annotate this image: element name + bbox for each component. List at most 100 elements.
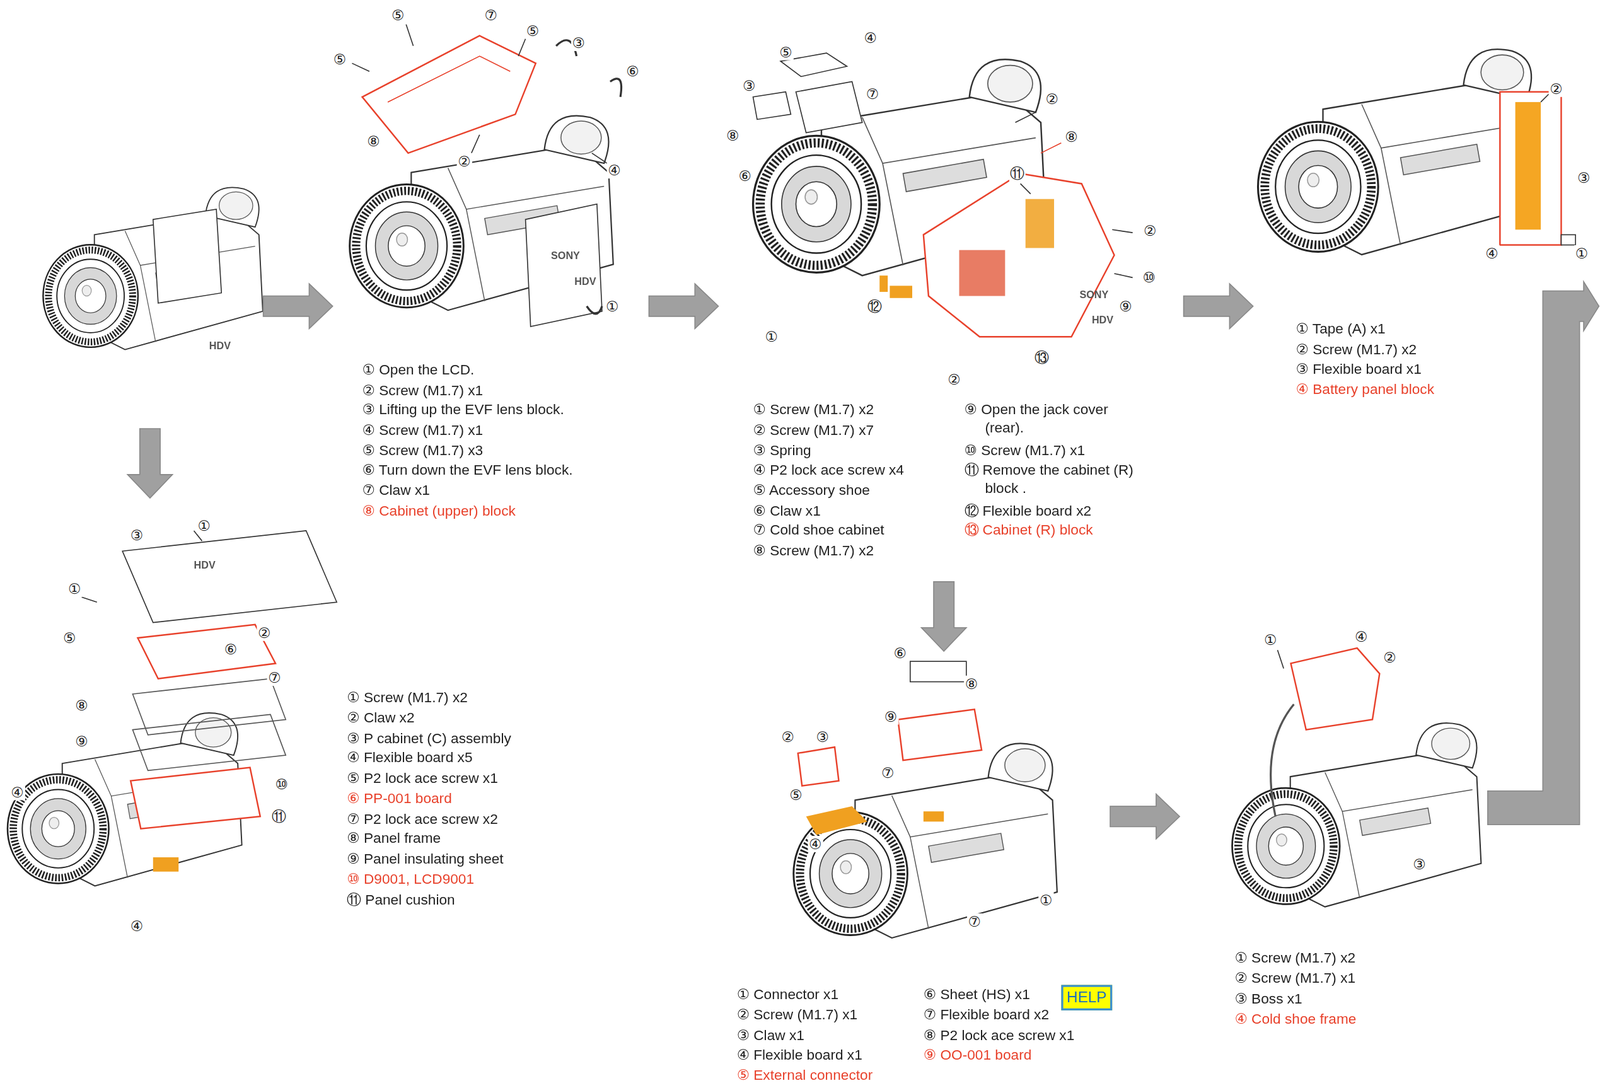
step-text: ① Screw (M1.7) x2: [346, 687, 468, 707]
callout-number: ⑥: [892, 644, 908, 662]
callout-number: ⑤: [778, 44, 794, 61]
step-text: ⑪ Remove the cabinet (R) block .: [964, 460, 1149, 497]
step-text: ⑧ Screw (M1.7) x2: [753, 540, 875, 560]
callout-number: ④: [1484, 245, 1500, 262]
callout-number: ③: [741, 77, 757, 94]
callout-number: ⑨: [883, 708, 899, 725]
logo-text: SONY: [550, 250, 580, 263]
step-text: ⑧ Panel frame: [346, 828, 441, 848]
callout-number: ⑪: [1009, 165, 1026, 182]
callout-number: ④: [1353, 628, 1369, 645]
callout-number: ④: [10, 783, 26, 800]
callout-number: ⑧: [1064, 128, 1080, 145]
step-text: ⑦ Claw x1: [362, 481, 430, 500]
part-name: ⑥ PP-001 board: [346, 789, 452, 808]
step-text: ③ Claw x1: [736, 1025, 805, 1044]
callout-number: ①: [66, 580, 82, 598]
callout-number: ⑩: [1141, 269, 1157, 286]
step-text: ⑧ P2 lock ace screw x1: [923, 1025, 1075, 1044]
logo-text: HDV: [574, 275, 596, 288]
step-text: ⑪ Panel cushion: [346, 890, 455, 909]
callout-number: ②: [1044, 90, 1060, 108]
part-name: ⑤ External connector: [736, 1065, 874, 1084]
step-text: ② Screw (M1.7) x2: [1296, 339, 1418, 359]
callout-number: ②: [1382, 649, 1398, 666]
step-text: ② Claw x2: [346, 708, 415, 727]
step-text: ⑨ Panel insulating sheet: [346, 849, 504, 868]
callout-number: ③: [1576, 169, 1592, 186]
step-text: ③ Lifting up the EVF lens block.: [362, 400, 565, 419]
callout-number: ⑥: [223, 641, 239, 658]
step-text: ② Screw (M1.7) x1: [362, 380, 484, 400]
callout-number: ⑧: [74, 697, 90, 714]
callout-number: ⑦: [864, 85, 881, 103]
step-text: ⑩ Screw (M1.7) x1: [964, 440, 1086, 459]
part-name: ⑨ OO-001 board: [923, 1045, 1032, 1064]
callout-number: ①: [1574, 245, 1590, 262]
step-text: ② Screw (M1.7) x1: [736, 1005, 858, 1024]
callout-number: ③: [571, 34, 587, 52]
callout-number: ④: [129, 917, 145, 935]
callout-number: ②: [780, 728, 796, 746]
callout-number: ①: [764, 328, 780, 345]
help-text: HELP: [1063, 987, 1111, 1007]
step-text: ⑤ Screw (M1.7) x3: [362, 440, 484, 459]
step-text: ② Screw (M1.7) x1: [1234, 968, 1357, 988]
callout-number: ⑤: [788, 786, 804, 804]
callout-number: ⑥: [737, 167, 753, 185]
step-text: ① Open the LCD.: [362, 360, 475, 379]
callout-number: ⑨: [74, 733, 90, 750]
step-text: ⑨ Open the jack cover (rear).: [964, 400, 1123, 437]
callout-number: ④: [607, 162, 623, 179]
step-text: ③ Flexible board x1: [1296, 359, 1422, 378]
part-name: ⑩ D9001, LCD9001: [346, 869, 475, 888]
step-text: ④ Flexible board x1: [736, 1045, 863, 1064]
step-text: ⑤ Accessory shoe: [753, 481, 870, 500]
step-text: ③ Spring: [753, 440, 812, 459]
callout-number: ②: [1142, 222, 1158, 239]
part-name: ④ Battery panel block: [1296, 379, 1435, 398]
callout-number: ④: [807, 835, 823, 853]
callout-number: ⑫: [866, 298, 883, 315]
callout-number: ⑦: [967, 913, 983, 930]
step-text: ⑥ Sheet (HS) x1: [923, 984, 1031, 1003]
callout-number: ②: [256, 624, 272, 642]
logo-text: HDV: [209, 339, 231, 352]
step-text: ① Tape (A) x1: [1296, 319, 1386, 338]
part-name: ④ Cold shoe frame: [1234, 1009, 1357, 1028]
callout-number: ⑧: [963, 675, 980, 693]
callout-number: ③: [1412, 856, 1428, 873]
callout-number: ⑥: [625, 63, 641, 80]
callout-number: ⑧: [724, 127, 741, 144]
logo-text: HDV: [194, 559, 216, 572]
step-text: ⑥ Claw x1: [753, 501, 821, 520]
callout-number: ⑤: [525, 22, 541, 40]
step-text: ④ Screw (M1.7) x1: [362, 420, 484, 439]
callout-number: ③: [129, 526, 145, 543]
callout-number: ①: [604, 298, 620, 315]
callout-number: ⑤: [61, 629, 77, 647]
step-text: ⑦ Cold shoe cabinet: [753, 520, 885, 540]
callout-number: ②: [946, 371, 963, 388]
help-box: HELP: [1060, 984, 1113, 1010]
callout-number: ①: [1038, 892, 1054, 909]
step-text: ① Connector x1: [736, 984, 839, 1003]
step-text: ⑫ Flexible board x2: [964, 501, 1092, 520]
callout-number: ⑦: [267, 669, 283, 686]
callout-number: ③: [815, 728, 831, 746]
callout-number: ⑤: [332, 51, 348, 68]
callout-number: ⑧: [366, 132, 382, 149]
step-text: ③ P cabinet (C) assembly: [346, 728, 511, 748]
step-text: ④ P2 lock ace screw x4: [753, 460, 905, 479]
part-name: ⑧ Cabinet (upper) block: [362, 501, 516, 520]
callout-number: ②: [1548, 80, 1565, 98]
callout-number: ⑬: [1033, 349, 1051, 366]
callout-number: ⑦: [880, 764, 896, 782]
step-text: ④ Flexible board x5: [346, 748, 473, 767]
callout-number: ⑨: [1118, 298, 1134, 315]
logo-text: HDV: [1091, 314, 1114, 327]
callout-number: ④: [863, 29, 879, 47]
callout-number: ⑩: [274, 776, 290, 793]
callout-number: ①: [1262, 631, 1278, 649]
